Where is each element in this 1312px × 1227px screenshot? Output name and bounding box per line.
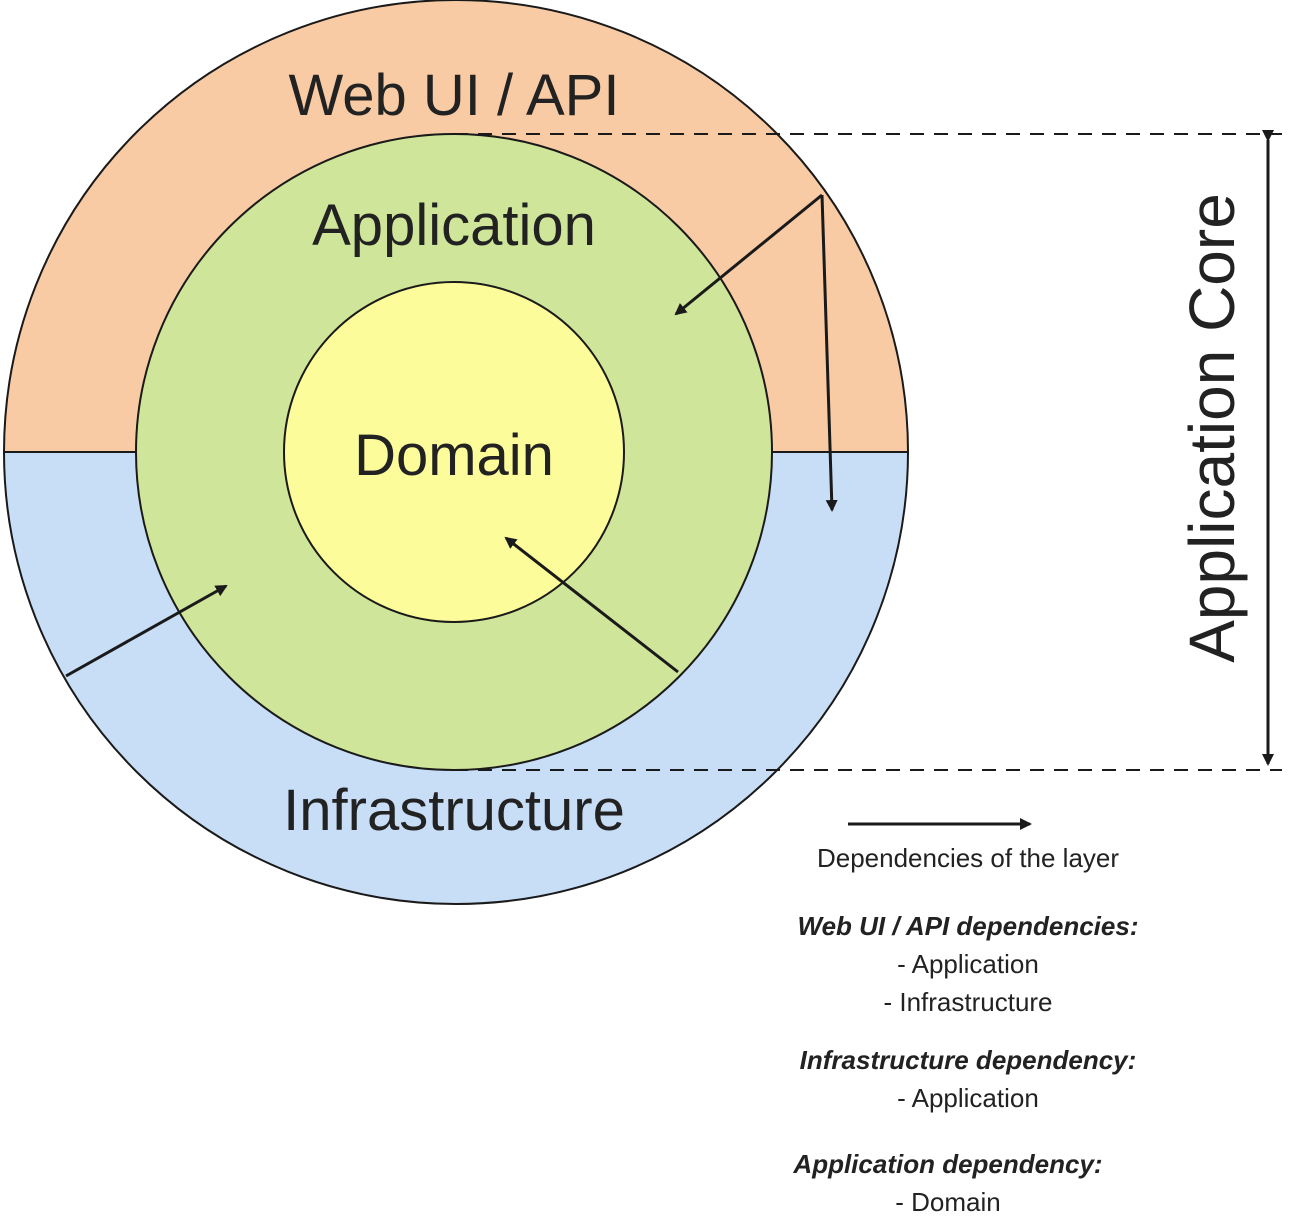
legend-heading-infrastructure: Infrastructure dependency: — [799, 1045, 1137, 1075]
dependency-arrow-webui-to-application — [674, 193, 823, 316]
web-ui-api-label: Web UI / API — [289, 63, 620, 128]
legend-item: - Infrastructure — [883, 987, 1053, 1017]
legend-item: - Application — [897, 1083, 1039, 1113]
legend-heading-webui: Web UI / API dependencies: — [797, 911, 1139, 941]
dependency-arrow-application-to-domain — [504, 536, 679, 674]
domain-label: Domain — [354, 423, 554, 488]
legend-caption: Dependencies of the layer — [816, 843, 1120, 873]
legend-heading-application: Application dependency: — [793, 1149, 1103, 1179]
legend-item: - Domain — [895, 1187, 1001, 1217]
dependency-arrow-webui-to-infrastructure — [820, 194, 838, 512]
application-core-label: Application Core — [1176, 193, 1248, 663]
legend-item: - Application — [897, 949, 1039, 979]
domain-layer — [283, 281, 625, 623]
infrastructure-label: Infrastructure — [283, 778, 625, 843]
application-label: Application — [312, 193, 596, 258]
dependency-arrow-infrastructure-to-application — [65, 584, 228, 678]
